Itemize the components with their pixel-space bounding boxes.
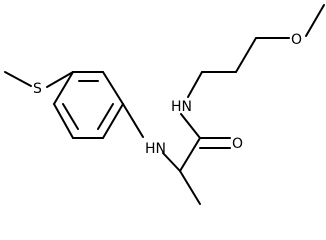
- bond-carbonyl-nitrogen: [180, 113, 201, 139]
- bond-alpha-carbon-methyl: [179, 170, 201, 205]
- bond-ring-3: [102, 103, 124, 139]
- bond-ring-2: [102, 71, 124, 105]
- amide-nitrogen-atom-label: HN: [171, 99, 192, 115]
- bond-nitrogen-alpha-carbon: [162, 152, 181, 172]
- ether-oxygen-atom-label: O: [291, 32, 302, 48]
- bond-ring-nitrogen: [122, 103, 144, 138]
- bond-ring-6: [53, 71, 74, 105]
- bond-sulfur-ring: [46, 71, 74, 88]
- bond-ring-inner-left: [62, 103, 79, 130]
- bond-ether-oxygen-methyl: [305, 4, 325, 37]
- bond-alpha-carbon-carbonyl: [179, 137, 201, 172]
- bond-lines: [4, 4, 325, 205]
- atom-labels: S O HN O HN: [33, 32, 302, 157]
- carbonyl-oxygen-atom-label: O: [232, 136, 243, 152]
- bond-methyl-sulfur: [4, 71, 32, 87]
- amine-nitrogen-atom-label: HN: [145, 141, 166, 157]
- molecule-structure-diagram: S O HN O HN: [4, 4, 325, 205]
- bond-chain-2: [235, 37, 257, 73]
- bond-ring-inner-right: [97, 103, 114, 130]
- bond-ring-5: [53, 103, 74, 139]
- bond-nitrogen-chain: [187, 71, 203, 98]
- sulfur-atom-label: S: [33, 81, 42, 97]
